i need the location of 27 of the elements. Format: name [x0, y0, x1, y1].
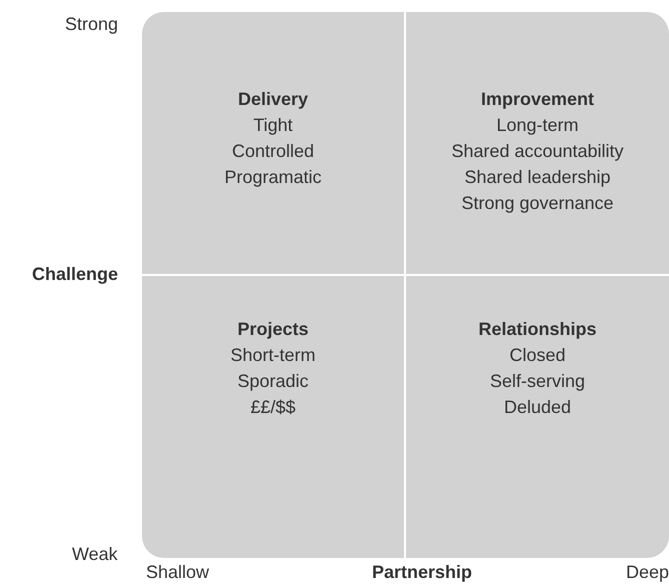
- quadrant-panel: [142, 276, 404, 558]
- quadrant-item: Closed: [509, 344, 566, 367]
- quadrant-item: ££/$$: [250, 396, 296, 419]
- quadrant-panel: [142, 12, 404, 274]
- quadrant-panel: [406, 276, 669, 558]
- quadrant-item: Controlled: [232, 140, 314, 163]
- quadrant-panel: [406, 12, 669, 274]
- quadrant-item: Deluded: [504, 396, 572, 419]
- axis-end-label: Deep: [626, 561, 669, 583]
- quadrant-heading: Projects: [237, 318, 309, 341]
- quadrant-item: Shared leadership: [464, 166, 611, 189]
- axis-end-label: Shallow: [146, 561, 210, 583]
- axis-end-label: Strong: [65, 13, 118, 35]
- quadrant-item: Short-term: [230, 344, 316, 367]
- quadrant-item: Tight: [253, 114, 293, 137]
- quadrant-item: Sporadic: [237, 370, 309, 393]
- quadrant-item: Self-serving: [490, 370, 586, 393]
- quadrant-item: Strong governance: [461, 192, 614, 215]
- axis-title: Challenge: [32, 263, 118, 285]
- quadrant-heading: Relationships: [478, 318, 597, 341]
- quadrant-heading: Delivery: [238, 88, 308, 111]
- axis-title: Partnership: [372, 561, 472, 583]
- quadrant-heading: Improvement: [480, 88, 594, 111]
- axis-end-label: Weak: [72, 543, 118, 565]
- quadrant-item: Long-term: [496, 114, 579, 137]
- quadrant-item: Programatic: [224, 166, 322, 189]
- quadrant-item: Shared accountability: [451, 140, 624, 163]
